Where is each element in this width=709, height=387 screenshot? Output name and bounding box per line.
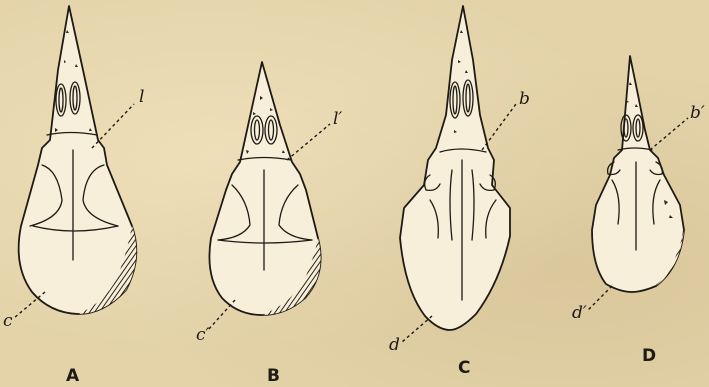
- skull-d: [592, 56, 684, 292]
- callout-a-top: l: [139, 87, 144, 107]
- callout-b-top: l′: [333, 109, 342, 129]
- skull-b: [209, 62, 320, 315]
- callout-c-top: b: [519, 89, 530, 109]
- panel-label-c: C: [458, 358, 470, 378]
- skull-a: [19, 6, 137, 314]
- skull-c: [400, 6, 510, 330]
- callout-d-top: b′: [690, 103, 705, 123]
- panel-label-d: D: [642, 346, 656, 366]
- panel-label-b: B: [267, 366, 280, 386]
- callout-c-bottom: d: [389, 335, 400, 355]
- panel-label-a: A: [66, 366, 80, 386]
- callout-a-bottom: c: [3, 311, 13, 331]
- callout-d-bottom: d′: [572, 303, 587, 323]
- callout-b-bottom: c′: [196, 325, 210, 345]
